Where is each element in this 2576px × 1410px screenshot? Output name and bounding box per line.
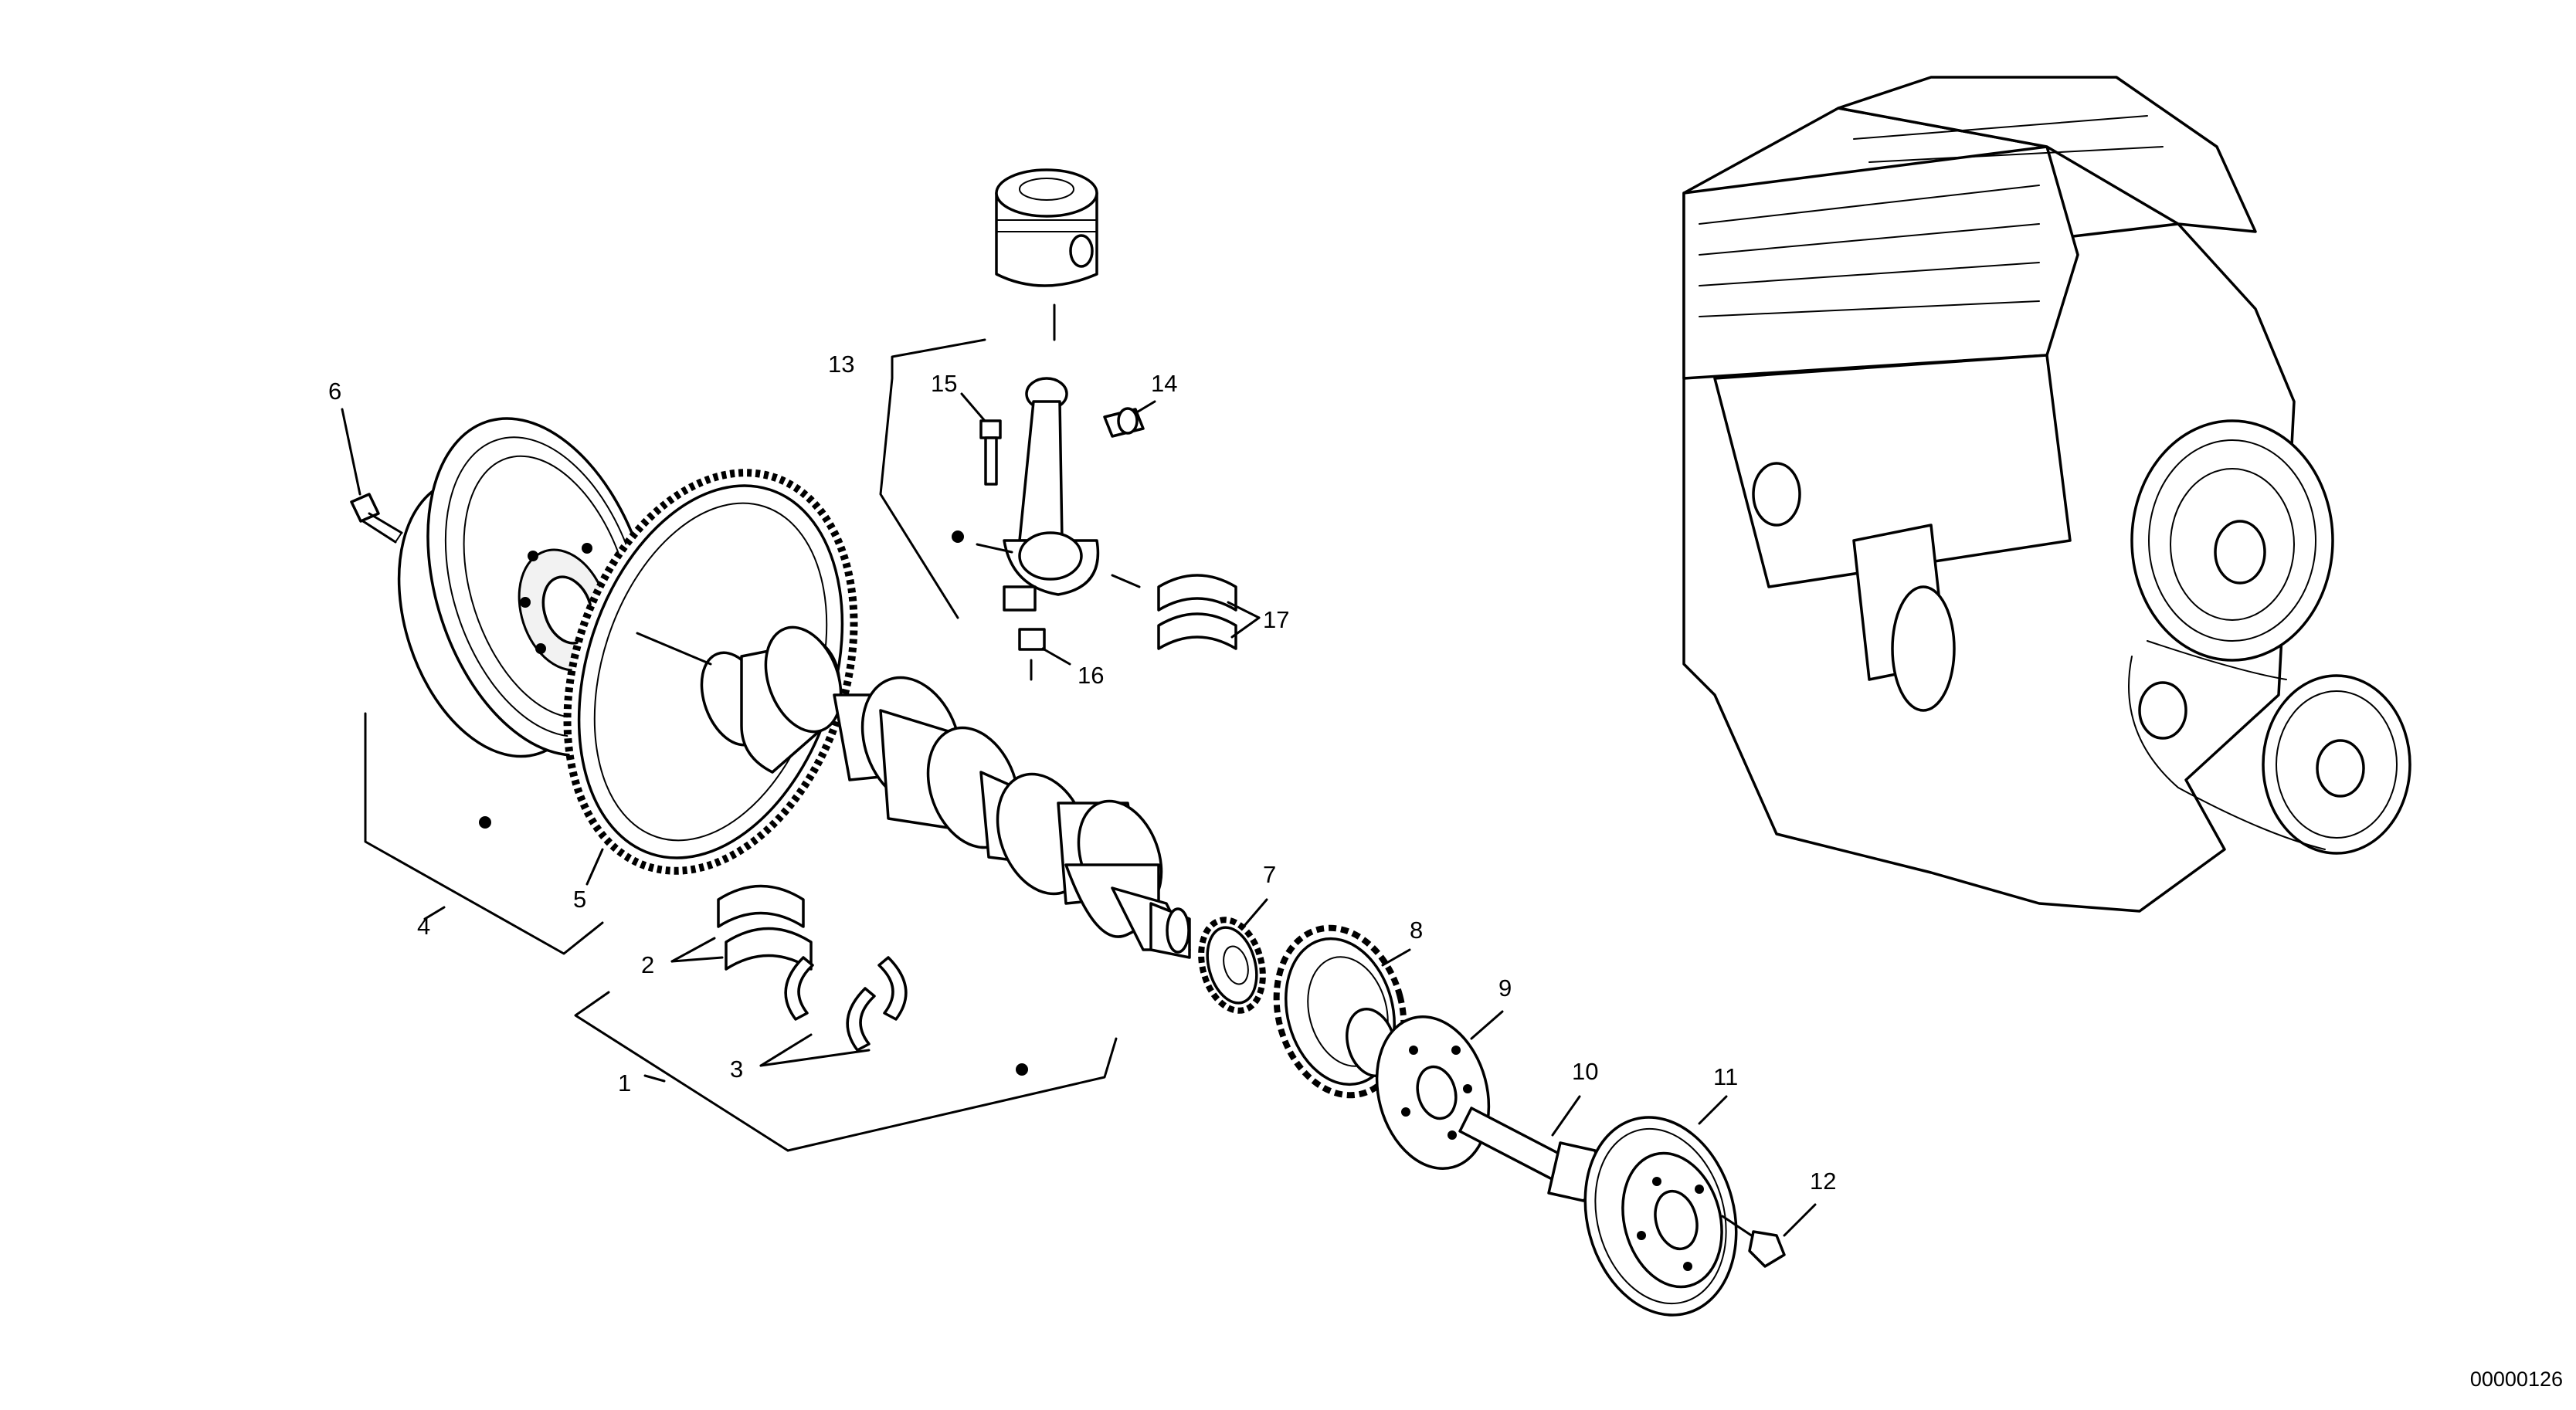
callout-4: 4 — [417, 913, 430, 940]
toothed-pulley — [1273, 924, 1407, 1099]
thrust-washers — [784, 956, 908, 1052]
leader-lines — [341, 303, 1817, 1237]
piston — [995, 168, 1098, 287]
connecting-rod — [1003, 377, 1100, 612]
callout-9: 9 — [1498, 974, 1512, 1002]
main-bearing-shells — [717, 884, 813, 971]
callout-5: 5 — [573, 886, 586, 913]
callout-12: 12 — [1810, 1168, 1836, 1195]
engine-assembly-overview — [1682, 76, 2411, 913]
callout-7: 7 — [1263, 861, 1276, 888]
figure-reference-number: 00000126 — [2470, 1368, 2563, 1391]
callout-6: 6 — [328, 378, 341, 405]
callout-2: 2 — [641, 951, 654, 978]
callout-16: 16 — [1078, 662, 1104, 689]
callout-3: 3 — [730, 1056, 743, 1083]
callout-10: 10 — [1572, 1058, 1598, 1085]
assembly-dot — [1016, 1063, 1028, 1076]
callout-14: 14 — [1151, 370, 1177, 397]
rod-bolt — [979, 419, 1002, 486]
assembly-dot — [952, 530, 964, 543]
pulley-bolt — [1721, 1215, 1786, 1268]
callout-1: 1 — [618, 1069, 631, 1096]
crankshaft-gear — [1198, 917, 1266, 1014]
crankshaft — [700, 625, 1191, 959]
centre-bolt — [1458, 1107, 1604, 1202]
big-end-bearing-shells — [1157, 574, 1237, 650]
assembly-dot — [479, 816, 491, 829]
callout-15: 15 — [931, 370, 957, 397]
rod-nut — [1018, 628, 1046, 651]
callout-8: 8 — [1410, 917, 1423, 944]
flywheel-bolt — [350, 493, 403, 544]
v-belt-pulley — [1583, 1116, 1738, 1317]
callout-13: 13 — [828, 351, 854, 378]
callout-11: 11 — [1713, 1063, 1738, 1090]
small-end-bush — [1103, 407, 1145, 438]
callout-17: 17 — [1263, 606, 1289, 633]
